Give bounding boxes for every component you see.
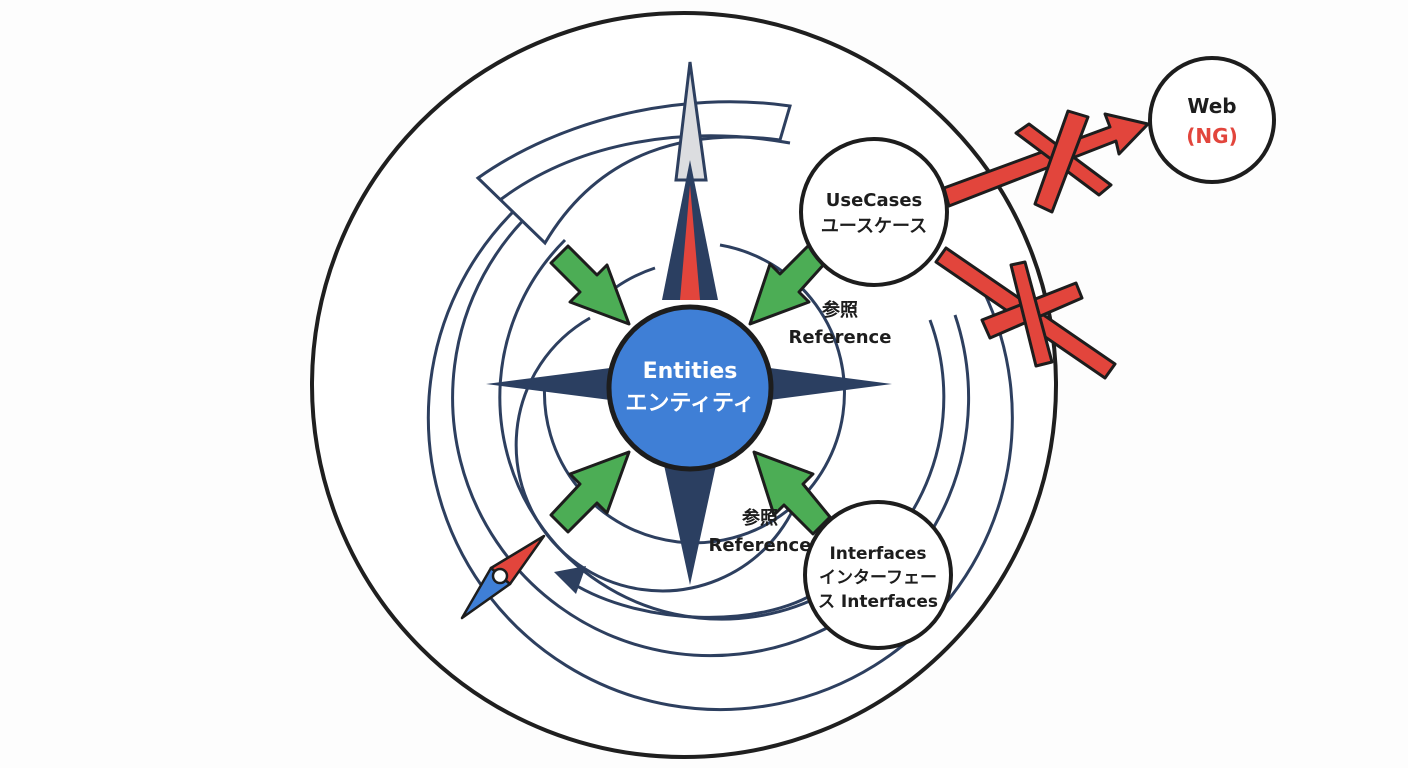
ring-outer (426, 205, 1014, 712)
web-circle (1148, 56, 1276, 184)
green-arrow-bottom-right (752, 450, 832, 536)
green-arrow-bottom-left (549, 450, 631, 534)
circular-arrow-head (554, 566, 586, 594)
cross-upper-b (1033, 109, 1090, 214)
interfaces-label-tail: ス Interfaces (818, 592, 938, 612)
forbidden-crosses (980, 109, 1113, 368)
ring-band-top-inner (499, 134, 791, 202)
circular-arrow (571, 581, 821, 619)
allowed-dependency-arrows (549, 243, 832, 536)
usecases-circle (799, 137, 949, 287)
interfaces-label-ja: インターフェー (819, 568, 937, 588)
entities-node: Entities エンティティ (606, 304, 774, 472)
entities-label-ja: エンティティ (625, 391, 754, 416)
small-compass-icon (460, 534, 546, 620)
north-needle-red (680, 185, 700, 300)
entities-label-en: Entities (643, 359, 738, 384)
reference-lower-ja: 参照 (742, 507, 778, 529)
concentric-rings (426, 203, 1014, 712)
green-arrow-top-left (549, 244, 631, 326)
ring-third (498, 238, 946, 621)
south-needle (664, 465, 716, 585)
reference-upper-en: Reference (789, 327, 892, 348)
small-compass-pivot (491, 567, 509, 585)
interfaces-node: Interfaces インターフェー ス Interfaces (803, 500, 953, 650)
entities-circle (606, 304, 774, 472)
red-arrow-to-web (942, 112, 1150, 208)
ring-fourth (542, 243, 846, 545)
usecases-label-ja: ユースケース (821, 216, 927, 237)
ring-second (451, 203, 971, 658)
interfaces-circle (803, 500, 953, 650)
web-node: Web (NG) (1148, 56, 1276, 184)
compass-rose (486, 61, 892, 585)
reference-lower-en: Reference (709, 535, 812, 556)
reference-upper-ja: 参照 (822, 299, 858, 321)
reference-label-upper: 参照 Reference (789, 299, 892, 348)
green-arrow-top-right (748, 243, 828, 326)
usecases-label-en: UseCases (826, 190, 923, 211)
cross-lower-b (1009, 260, 1054, 368)
west-needle (486, 367, 618, 401)
interfaces-label-en: Interfaces (829, 544, 926, 564)
web-ng-label: (NG) (1186, 124, 1237, 148)
east-needle (762, 367, 892, 401)
usecases-node: UseCases ユースケース (799, 137, 949, 287)
web-label: Web (1187, 94, 1236, 118)
reference-label-lower: 参照 Reference (709, 507, 812, 556)
